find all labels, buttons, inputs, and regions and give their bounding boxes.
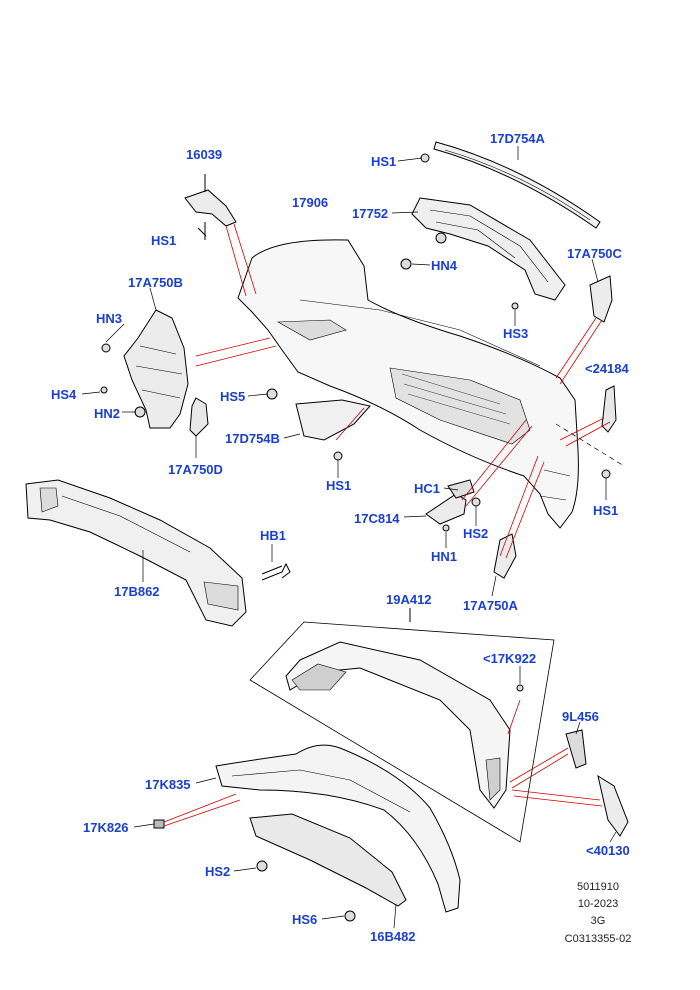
label-HS6: HS6: [292, 912, 318, 927]
label-17906: 17906: [292, 195, 329, 210]
label-HS2-lower: HS2: [205, 864, 231, 879]
part-17K835: [215, 744, 461, 913]
part-17A750A: [493, 533, 517, 579]
label-HS1-top: HS1: [371, 154, 397, 169]
label-17A750C: 17A750C: [567, 246, 622, 261]
dashed-guides: [555, 423, 625, 467]
part-17A750B: [123, 309, 189, 429]
label-17B862: 17B862: [114, 584, 160, 599]
label-17K826: 17K826: [83, 820, 129, 835]
label-16039: 16039: [186, 147, 223, 162]
label-17D754B: 17D754B: [225, 431, 280, 446]
label-HS3: HS3: [503, 326, 529, 341]
label-HN4: HN4: [431, 258, 458, 273]
label-9L456: 9L456: [562, 709, 599, 724]
label-HS4: HS4: [51, 387, 77, 402]
label-HN3: HN3: [96, 311, 123, 326]
label-HS1-left: HS1: [151, 233, 177, 248]
label-HS2-upper: HS2: [463, 526, 489, 541]
fasteners: [100, 153, 611, 922]
part-17A750C: [589, 275, 613, 323]
part-16039: [184, 174, 237, 240]
reference-code: 3G: [590, 915, 606, 927]
label-16B482: 16B482: [370, 929, 416, 944]
leader-lines: [81, 146, 617, 929]
label-HS1-right: HS1: [593, 503, 619, 518]
part-17K826: [153, 819, 165, 829]
label-17D754A: 17D754A: [490, 131, 545, 146]
label-17A750D: 17A750D: [168, 462, 223, 477]
label-19A412: 19A412: [386, 592, 432, 607]
part-9L456: [565, 729, 587, 769]
part-17A750D: [189, 397, 209, 437]
label-HN1: HN1: [431, 549, 458, 564]
label-17A750A: 17A750A: [463, 598, 518, 613]
label-HS1-center: HS1: [326, 478, 352, 493]
part-17752: [411, 197, 566, 301]
part-24184: [601, 385, 617, 433]
label-HC1: HC1: [414, 481, 441, 496]
label-17K835: 17K835: [145, 777, 191, 792]
reference-number: 5011910: [576, 881, 619, 893]
part-16B482: [249, 813, 407, 907]
reference-drawing-id: C0313355-02: [564, 933, 632, 945]
label-HS5: HS5: [220, 389, 246, 404]
part-HB1: [261, 562, 291, 581]
part-17C814: [425, 479, 475, 525]
label-17A750B: 17A750B: [128, 275, 183, 290]
label-HN2: HN2: [94, 406, 121, 421]
label-17752: 17752: [352, 206, 389, 221]
label-40130: <40130: [586, 843, 630, 858]
part-17B862: [25, 479, 247, 627]
label-24184: <24184: [585, 361, 629, 376]
part-17D754A: [433, 141, 601, 229]
part-17D754B: [295, 399, 371, 441]
label-17C814: 17C814: [354, 511, 400, 526]
part-17906: [237, 239, 579, 529]
installation-lines: [163, 223, 611, 827]
label-17K922: <17K922: [483, 651, 537, 666]
part-40130: [597, 774, 629, 837]
reference-date: 10-2023: [577, 898, 619, 910]
label-HB1: HB1: [260, 528, 287, 543]
group-19A412: [249, 608, 555, 843]
